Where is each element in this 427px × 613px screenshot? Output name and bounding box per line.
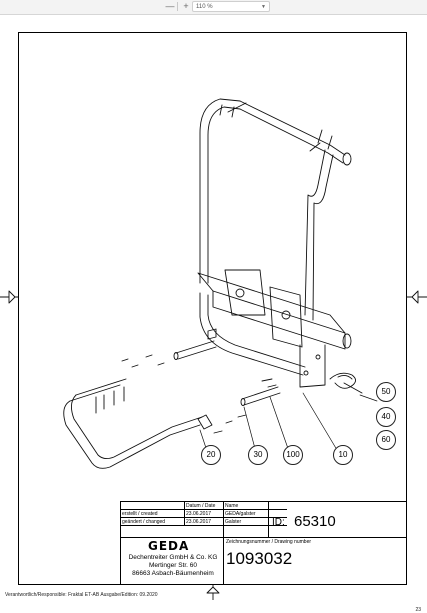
callout-balloon: 40 xyxy=(376,407,396,427)
zoom-select[interactable]: 110 % ▼ xyxy=(192,1,270,12)
chevron-down-icon: ▼ xyxy=(261,4,266,10)
created-name: GEDA/galster xyxy=(225,511,256,517)
bracket-assembly xyxy=(197,269,352,388)
upper-frame-part xyxy=(199,98,352,321)
callout-balloon: 100 xyxy=(283,445,303,465)
created-label: erstellt / created xyxy=(122,511,158,517)
company-street: Mertinger Str. 60 xyxy=(148,562,198,569)
changed-label: geändert / changed xyxy=(122,519,166,525)
lower-frame-part xyxy=(63,378,213,469)
technical-drawing xyxy=(0,98,427,600)
callout-balloon: 30 xyxy=(248,445,268,465)
col-date-header: Datum / Date xyxy=(186,503,216,509)
drawing-number-label: Zeichnungsnummer / Drawing number xyxy=(226,539,312,545)
toolbar-divider xyxy=(177,2,178,11)
id-label: ID: xyxy=(272,517,285,528)
title-block xyxy=(120,501,407,585)
col-name-header: Name xyxy=(225,503,239,509)
bottom-edge-marker xyxy=(206,584,220,600)
page-number: 23 xyxy=(415,607,421,613)
zoom-value: 110 % xyxy=(196,4,213,10)
callout-balloon: 60 xyxy=(376,430,396,450)
viewer-toolbar: — + 110 % ▼ xyxy=(0,0,427,15)
left-edge-marker xyxy=(0,290,19,304)
changed-name: Galster xyxy=(225,519,242,525)
id-value: 65310 xyxy=(294,513,336,530)
zoom-out-button[interactable]: — xyxy=(165,1,175,11)
callout-balloon: 10 xyxy=(333,445,353,465)
company-name: Dechentreiter GmbH & Co. KG xyxy=(128,554,218,561)
zoom-in-button[interactable]: + xyxy=(183,1,189,11)
callout-balloon: 20 xyxy=(201,445,221,465)
drawing-number: 1093032 xyxy=(226,549,293,568)
callout-balloon: 50 xyxy=(376,382,396,402)
created-date: 23.06.2017 xyxy=(186,511,212,517)
company-logo: GEDA xyxy=(148,539,190,553)
footer-responsible: Verantwortlich/Responsible: Fraktal ET-A… xyxy=(5,592,158,598)
company-city: 86663 Asbach-Bäumenheim xyxy=(132,570,214,577)
right-edge-marker xyxy=(406,290,427,304)
pins-left xyxy=(121,328,217,368)
pins-lower xyxy=(213,378,281,434)
drawing-sheet: 50 40 60 20 30 100 10 Datum / Date Name … xyxy=(0,15,427,613)
changed-date: 23.06.2017 xyxy=(186,519,212,525)
spring-clip-part xyxy=(329,372,363,394)
